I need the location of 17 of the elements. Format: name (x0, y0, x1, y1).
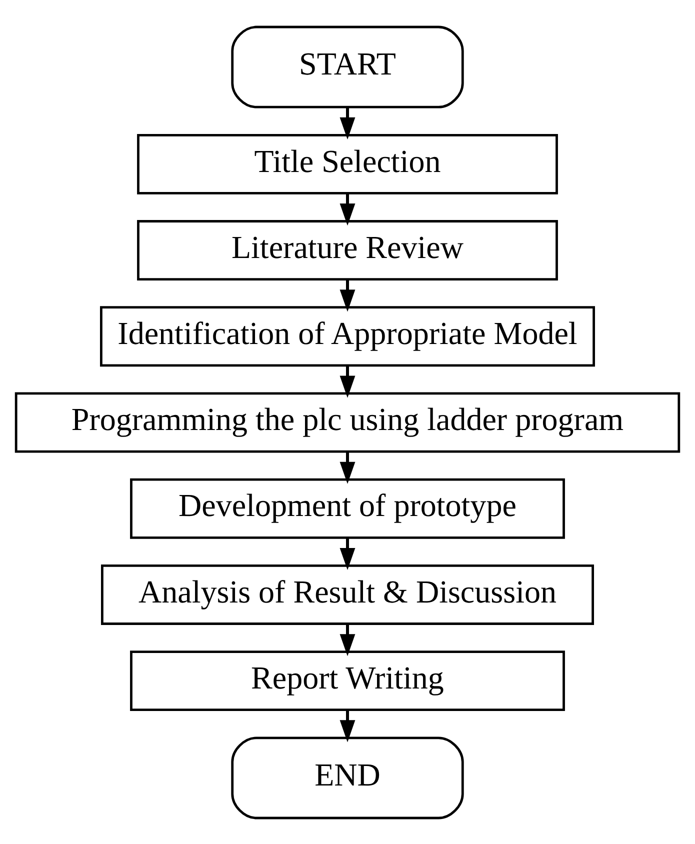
node-box: END (231, 736, 464, 819)
node-box: Development of prototype (130, 478, 565, 538)
arrow (340, 193, 356, 226)
node-box: START (231, 25, 464, 108)
arrow (340, 538, 356, 570)
arrow (340, 106, 356, 139)
arrow (340, 452, 356, 484)
arrow (340, 366, 356, 398)
arrow (340, 624, 356, 656)
node-box: Programming the plc using ladder program (14, 392, 680, 452)
node-box: Identification of Appropriate Model (100, 306, 595, 366)
node-box: Analysis of Result & Discussion (101, 564, 594, 624)
node-box: Literature Review (137, 220, 558, 280)
node-box: Title Selection (137, 133, 558, 194)
arrow (340, 710, 356, 742)
node-box: Report Writing (130, 650, 565, 711)
arrow (340, 280, 356, 312)
